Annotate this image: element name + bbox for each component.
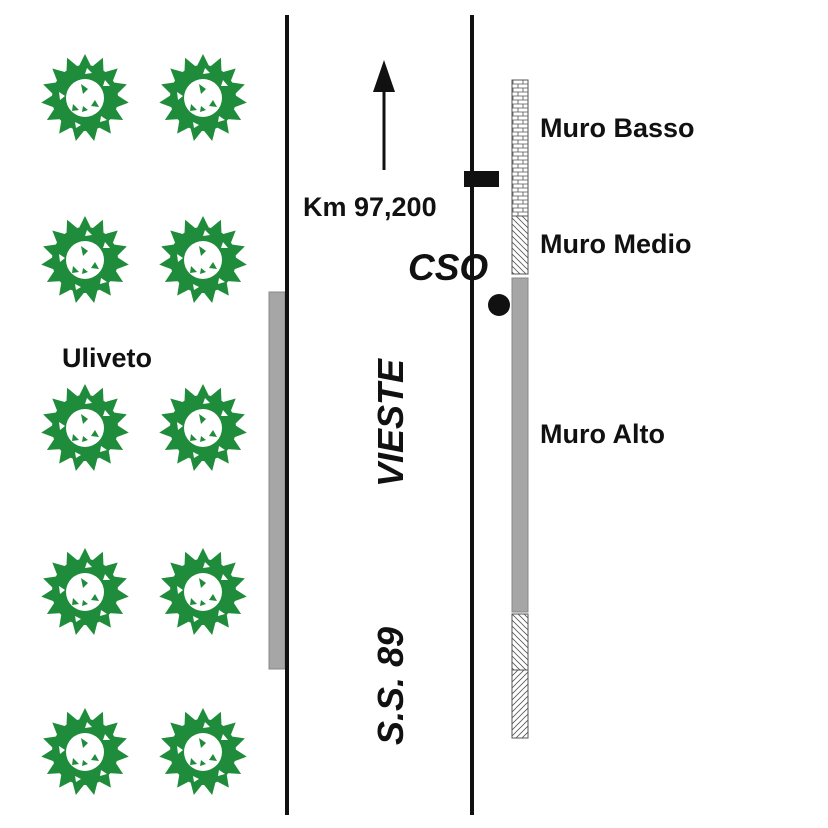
olive-tree-icon	[158, 384, 248, 473]
wall-high-label: Muro Alto	[540, 419, 665, 449]
station-dot-icon	[488, 294, 510, 316]
olive-tree-icon	[40, 384, 130, 473]
wall-mid-segment-south	[511, 613, 529, 671]
wall-mid-label: Muro Medio	[540, 229, 691, 259]
wall-low-label: Muro Basso	[540, 113, 695, 143]
olive-tree-icon	[158, 54, 248, 143]
olive-tree-icon	[158, 708, 248, 797]
olive-tree-icon	[158, 216, 248, 305]
wall-high-segment	[511, 277, 529, 613]
left-verge	[268, 291, 286, 670]
olive-tree-icon	[40, 548, 130, 637]
olive-tree-icon	[40, 216, 130, 305]
orchard-label: Uliveto	[62, 343, 152, 373]
road-name-label: S.S. 89	[370, 627, 411, 745]
olive-tree-icon	[40, 54, 130, 143]
olive-tree-icon	[158, 548, 248, 637]
north-arrow-icon	[373, 60, 395, 170]
km-marker-icon	[464, 171, 499, 187]
direction-label: VIESTE	[370, 358, 411, 487]
wall-strip	[511, 79, 529, 739]
wall-mid-segment-south-2	[511, 669, 529, 739]
wall-mid-segment	[511, 215, 529, 275]
wall-low-segment	[511, 79, 529, 217]
station-label: CSO	[408, 247, 488, 288]
olive-tree-icon	[40, 708, 130, 797]
olive-grove	[40, 54, 248, 797]
km-marker-label: Km 97,200	[303, 192, 437, 222]
